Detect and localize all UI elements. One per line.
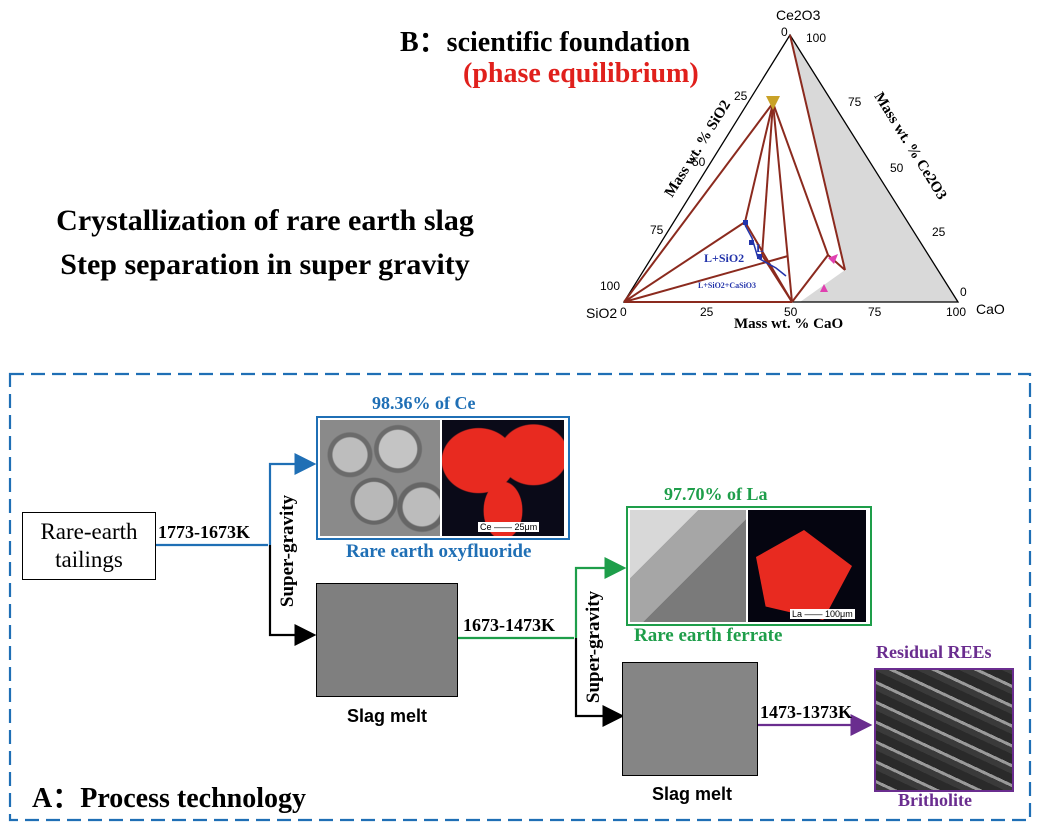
sem-image-oxyfluoride — [320, 420, 440, 536]
right-tick: 75 — [848, 95, 862, 109]
left-tick: 75 — [650, 223, 664, 237]
right-tick: 50 — [890, 161, 904, 175]
headline-line1: Crystallization of rare earth slag — [56, 204, 474, 237]
arrow-to-slag2 — [574, 638, 625, 727]
arrow-to-ferrate — [574, 557, 627, 638]
bottom-tick: 50 — [784, 305, 798, 319]
slag-melt-label-2: Slag melt — [652, 784, 733, 804]
point-marker — [743, 220, 748, 225]
magenta-marker — [828, 254, 838, 264]
vertex-ce2o3: Ce2O3 — [776, 7, 821, 23]
point-marker — [749, 240, 754, 245]
arrow-to-slag1 — [268, 545, 317, 646]
vertex-sio2: SiO2 — [586, 305, 617, 321]
arrow-to-oxyfluoride — [268, 453, 317, 545]
input-line2: tailings — [55, 547, 123, 572]
left-tick: 25 — [734, 89, 748, 103]
bottom-tick: 100 — [946, 305, 966, 319]
magenta-marker — [820, 284, 828, 292]
dashed-border — [8, 372, 1032, 822]
slag-melt-image-2 — [622, 662, 758, 776]
input-line1: Rare-earth — [40, 519, 138, 544]
input-tailings-box: Rare-earth tailings — [22, 512, 156, 580]
left-tick: 0 — [781, 25, 788, 39]
product1-percent: 98.36% of Ce — [372, 393, 476, 413]
stage1-temp: 1773-1673K — [158, 522, 250, 542]
oxyfluoride-micrograph: Ce —— 25μm — [316, 416, 570, 540]
right-tick: 25 — [932, 225, 946, 239]
left-tick: 50 — [692, 155, 706, 169]
bottom-tick: 0 — [620, 305, 627, 319]
region-label-l-sio2-casio3: L+SiO2+CaSiO3 — [698, 281, 756, 290]
headline-line2: Step separation in super gravity — [60, 248, 470, 281]
sem-image-ferrate — [630, 510, 746, 622]
tie-lines — [623, 34, 846, 303]
eds-map-ce — [442, 420, 564, 536]
region-label-l-sio2: L+SiO2 — [704, 251, 744, 265]
section-b-subtitle: (phase equilibrium) — [463, 58, 699, 89]
slag-melt-image-1 — [316, 583, 458, 697]
vertex-cao: CaO — [976, 301, 1005, 317]
bottom-tick: 75 — [868, 305, 882, 319]
stage3-temp: 1473-1373K — [760, 702, 852, 722]
section-b-title: B：scientific foundation — [400, 27, 691, 58]
eds-map-la — [748, 510, 866, 622]
product3-name: Britholite — [898, 790, 972, 810]
right-tick: 100 — [806, 31, 826, 45]
super-gravity-label-1: Super-gravity — [277, 494, 298, 608]
right-tick: 0 — [960, 285, 967, 299]
section-a-title: A：Process technology — [32, 783, 306, 814]
residual-rees-title: Residual REEs — [876, 642, 992, 662]
left-tick: 100 — [600, 279, 620, 293]
slag-melt-label-1: Slag melt — [347, 706, 428, 726]
axis-label-cao: Mass wt. % CaO — [734, 316, 843, 332]
super-gravity-label-2: Super-gravity — [583, 590, 604, 704]
britholite-micrograph — [874, 668, 1014, 792]
product1-name: Rare earth oxyfluoride — [346, 541, 532, 562]
product2-percent: 97.70% of La — [664, 484, 768, 504]
scale-bar-ce: Ce —— 25μm — [478, 522, 540, 532]
point-marker — [757, 254, 762, 259]
product2-name: Rare earth ferrate — [634, 625, 783, 646]
bottom-tick: 25 — [700, 305, 714, 319]
stage2-temp: 1673-1473K — [463, 615, 555, 635]
ferrate-micrograph: La —— 100μm — [626, 506, 872, 626]
region-label-l: L — [756, 241, 764, 255]
ternary-phase-diagram: L L+SiO2 L+SiO2+CaSiO3 Ce2O3 SiO2 CaO 0 … — [586, 7, 1005, 332]
scale-bar-la: La —— 100μm — [790, 609, 855, 619]
yellow-marker — [766, 96, 780, 110]
